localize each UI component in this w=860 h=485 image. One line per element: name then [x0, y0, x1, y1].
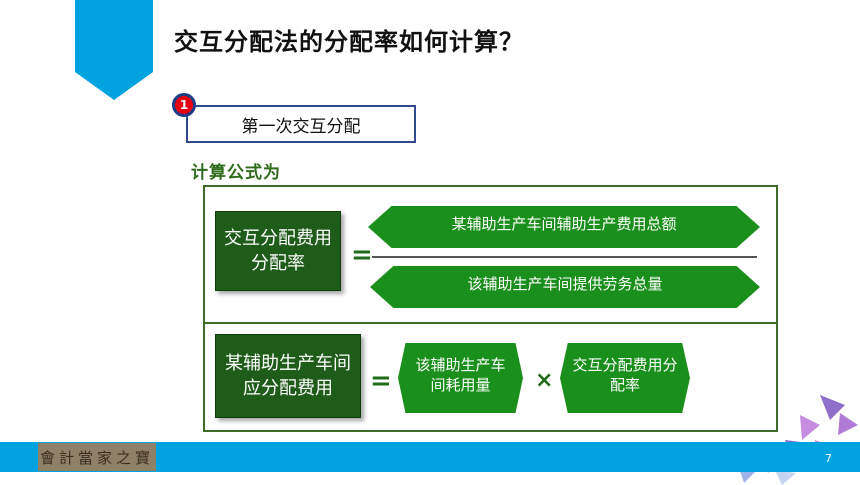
calligraphy-logo: 會計當家之寶 — [38, 443, 156, 471]
rate-formula-lhs-text: 交互分配费用分配率 — [224, 228, 332, 274]
numerator-text: 某辅助生产车间辅助生产费用总额 — [451, 215, 677, 233]
formula-label: 计算公式为 — [191, 163, 281, 183]
times-sign: × — [535, 368, 554, 393]
header-tab-decoration — [75, 0, 153, 100]
factor2-text: 交互分配费用分配率 — [572, 356, 678, 394]
logo-text: 會計當家之寶 — [39, 448, 154, 467]
step-label-box: 第一次交互分配 — [186, 105, 416, 143]
denominator-text: 该辅助生产车间提供劳务总量 — [467, 275, 663, 293]
factor1-text: 该辅助生产车间耗用量 — [415, 356, 506, 394]
factor2-box: 交互分配费用分配率 — [560, 343, 690, 413]
numerator-box: 某辅助生产车间辅助生产费用总额 — [368, 206, 760, 248]
formula-frame — [203, 185, 778, 432]
page-number: 7 — [825, 452, 832, 465]
step-number-badge: 1 — [172, 93, 196, 117]
step-label: 第一次交互分配 — [241, 116, 361, 137]
fraction-line — [372, 256, 757, 258]
allocation-formula-lhs: 某辅助生产车间应分配费用 — [215, 334, 361, 418]
allocation-formula-equals: = — [370, 366, 392, 396]
rate-formula-equals: = — [351, 240, 373, 270]
factor1-box: 该辅助生产车间耗用量 — [398, 343, 523, 413]
allocation-formula-lhs-text: 某辅助生产车间应分配费用 — [225, 353, 351, 399]
slide-title: 交互分配法的分配率如何计算？ — [174, 28, 524, 56]
rate-formula-lhs: 交互分配费用分配率 — [215, 211, 341, 291]
denominator-box: 该辅助生产车间提供劳务总量 — [370, 266, 760, 308]
formula-divider — [203, 322, 778, 324]
